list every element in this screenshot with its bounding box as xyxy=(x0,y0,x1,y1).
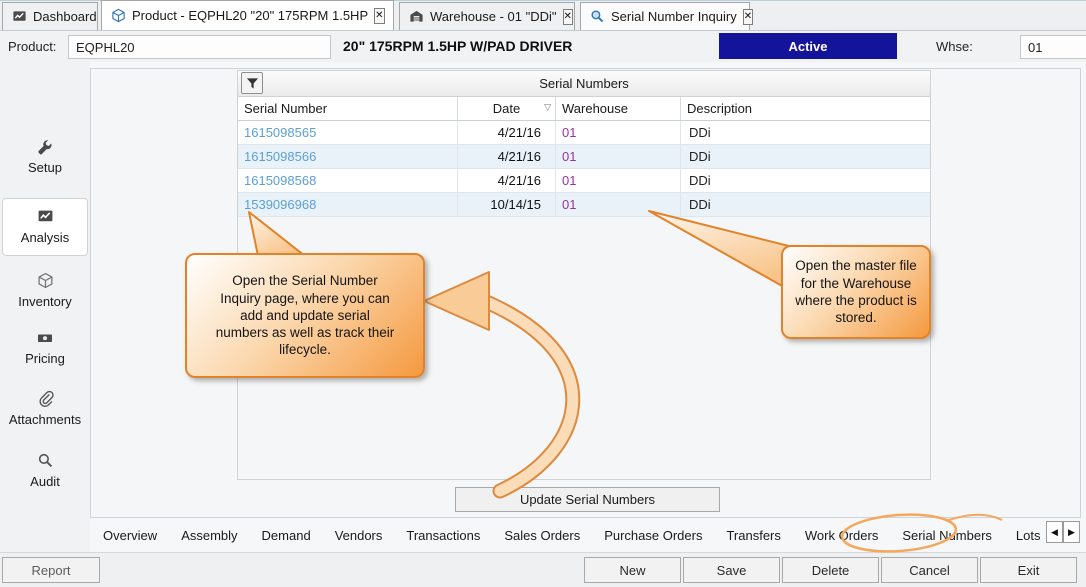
warehouse-link[interactable]: 01 xyxy=(556,121,681,144)
update-serial-numbers-button[interactable]: Update Serial Numbers xyxy=(455,487,720,512)
tab-dashboard[interactable]: Dashboard xyxy=(2,2,98,30)
sidebar-item-label: Attachments xyxy=(8,412,82,427)
pricing-banknote-icon xyxy=(38,334,52,342)
date-cell: 10/14/15 xyxy=(458,193,556,216)
inquiry-magnifier-icon xyxy=(590,9,605,24)
tab-demand[interactable]: Demand xyxy=(261,527,311,543)
status-badge: Active xyxy=(719,33,897,59)
audit-magnifier-icon xyxy=(38,453,52,468)
filter-funnel-icon xyxy=(246,77,258,89)
tab-close-icon[interactable]: ✕ xyxy=(374,7,385,24)
sidebar-item-audit[interactable]: Audit xyxy=(0,452,90,489)
tab-vendors[interactable]: Vendors xyxy=(334,527,383,543)
groupbox-title-bar: Serial Numbers xyxy=(238,71,930,97)
sidebar-item-label: Setup xyxy=(28,160,62,175)
report-button[interactable]: Report xyxy=(2,557,100,583)
product-header-row: Product: 20" 175RPM 1.5HP W/PAD DRIVER A… xyxy=(0,31,1086,62)
column-header-warehouse[interactable]: Warehouse xyxy=(556,97,681,120)
tab-serial-numbers[interactable]: Serial Numbers xyxy=(902,527,992,543)
warehouse-icon xyxy=(409,9,424,24)
sidebar-item-label: Audit xyxy=(30,474,60,489)
product-code-input[interactable] xyxy=(68,35,331,59)
description-cell: DDi xyxy=(689,173,711,188)
exit-button[interactable]: Exit xyxy=(980,557,1077,583)
column-header-description[interactable]: Description xyxy=(687,101,753,116)
table-row: 1615098565 4/21/16 01 DDi xyxy=(238,121,930,145)
callout-warehouse-master-file: Open the master file for the Warehouse w… xyxy=(781,245,931,339)
save-button[interactable]: Save xyxy=(683,557,780,583)
bottom-tab-bar: Overview Assembly Demand Vendors Transac… xyxy=(90,518,1046,552)
tab-overview[interactable]: Overview xyxy=(103,527,158,543)
tab-purchase-orders[interactable]: Purchase Orders xyxy=(604,527,703,543)
tab-label: Serial Number Inquiry xyxy=(611,9,737,24)
sidebar-item-inventory[interactable]: Inventory xyxy=(0,272,90,309)
tab-work-orders[interactable]: Work Orders xyxy=(804,527,879,543)
column-header-date[interactable]: Date ▽ xyxy=(458,97,556,120)
date-cell: 4/21/16 xyxy=(458,145,556,168)
serial-number-link[interactable]: 1539096968 xyxy=(238,193,458,216)
sidebar-item-analysis[interactable]: Analysis xyxy=(2,198,88,256)
product-label: Product: xyxy=(8,39,57,54)
description-cell: DDi xyxy=(689,149,711,164)
description-cell: DDi xyxy=(689,125,711,140)
description-cell: DDi xyxy=(689,197,711,212)
scroll-right-icon[interactable]: ▶ xyxy=(1063,521,1080,543)
analysis-chart-icon xyxy=(38,210,52,222)
table-row: 1539096968 10/14/15 01 DDi xyxy=(238,193,930,217)
warehouse-link[interactable]: 01 xyxy=(556,169,681,192)
new-button[interactable]: New xyxy=(584,557,681,583)
warehouse-link[interactable]: 01 xyxy=(556,145,681,168)
sidebar-item-label: Analysis xyxy=(20,230,70,245)
product-cube-icon xyxy=(111,8,126,23)
scroll-left-icon[interactable]: ◀ xyxy=(1046,521,1063,543)
table-row: 1615098568 4/21/16 01 DDi xyxy=(238,169,930,193)
date-cell: 4/21/16 xyxy=(458,121,556,144)
tab-lots[interactable]: Lots xyxy=(1015,527,1041,543)
tab-label: Dashboard xyxy=(33,9,97,24)
inventory-cube-icon xyxy=(37,272,53,289)
tab-assembly[interactable]: Assembly xyxy=(181,527,238,543)
action-button-bar: Report New Save Delete Cancel Exit xyxy=(0,552,1086,587)
bottom-tab-scroll: ◀ ▶ xyxy=(1046,521,1080,543)
tab-sales-orders[interactable]: Sales Orders xyxy=(504,527,581,543)
warehouse-code-input[interactable] xyxy=(1020,35,1086,59)
top-tab-bar: Dashboard Product - EQPHL20 "20" 175RPM … xyxy=(0,0,1086,31)
sidebar-item-label: Inventory xyxy=(18,294,72,309)
tab-label: Product - EQPHL20 "20" 175RPM 1.5HP xyxy=(132,8,369,23)
table-row: 1615098566 4/21/16 01 DDi xyxy=(238,145,930,169)
serial-numbers-groupbox: Serial Numbers Serial Number Date ▽ Ware… xyxy=(237,70,931,480)
dashboard-chart-icon xyxy=(12,9,27,24)
date-cell: 4/21/16 xyxy=(458,169,556,192)
sidebar: Setup Analysis Inventory Pricing Attachm… xyxy=(0,62,90,552)
sidebar-item-setup[interactable]: Setup xyxy=(0,138,90,175)
tab-serial-number-inquiry[interactable]: Serial Number Inquiry ✕ xyxy=(580,2,754,30)
sidebar-item-attachments[interactable]: Attachments xyxy=(0,390,90,427)
warehouse-link[interactable]: 01 xyxy=(556,193,681,216)
cancel-button[interactable]: Cancel xyxy=(881,557,978,583)
sidebar-item-label: Pricing xyxy=(25,351,65,366)
tab-warehouse[interactable]: Warehouse - 01 "DDi" ✕ xyxy=(399,2,575,30)
groupbox-title: Serial Numbers xyxy=(539,76,629,91)
sort-descending-icon[interactable]: ▽ xyxy=(544,102,551,112)
serial-number-link[interactable]: 1615098566 xyxy=(238,145,458,168)
table-header-row: Serial Number Date ▽ Warehouse Descripti… xyxy=(238,97,930,121)
wrench-icon xyxy=(37,140,52,155)
tab-close-icon[interactable]: ✕ xyxy=(562,8,573,25)
paperclip-icon xyxy=(38,390,54,407)
sidebar-item-pricing[interactable]: Pricing xyxy=(0,330,90,366)
tab-product[interactable]: Product - EQPHL20 "20" 175RPM 1.5HP ✕ xyxy=(101,0,394,30)
tab-transactions[interactable]: Transactions xyxy=(406,527,481,543)
warehouse-label: Whse: xyxy=(936,39,973,54)
delete-button[interactable]: Delete xyxy=(782,557,879,583)
serial-number-link[interactable]: 1615098568 xyxy=(238,169,458,192)
tab-transfers[interactable]: Transfers xyxy=(726,527,781,543)
serial-number-link[interactable]: 1615098565 xyxy=(238,121,458,144)
filter-button[interactable] xyxy=(241,72,263,94)
column-header-serial-number[interactable]: Serial Number xyxy=(238,97,458,120)
callout-serial-number-inquiry: Open the Serial Number Inquiry page, whe… xyxy=(185,253,425,378)
tab-close-icon[interactable]: ✕ xyxy=(742,8,754,25)
tab-label: Warehouse - 01 "DDi" xyxy=(430,9,557,24)
product-description: 20" 175RPM 1.5HP W/PAD DRIVER xyxy=(343,38,573,54)
